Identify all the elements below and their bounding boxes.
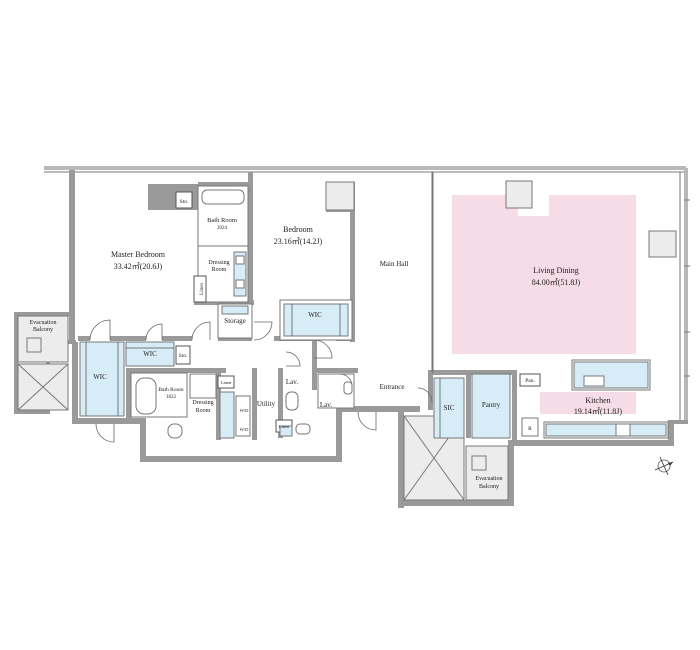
bath-room-lower [130,372,217,439]
bath-room-1-name: Bath Room [207,217,237,224]
living-dining-name: Living Dining [533,266,579,275]
linen-2-label: Linen [221,380,232,385]
bath-room-1-size: 2024 [217,226,228,231]
master-bedroom-name: Master Bedroom [111,250,166,259]
lav-1-label: Lav. [286,378,298,386]
dressing-room-1-line1: Dressing [208,260,229,266]
compass-icon [654,456,674,476]
storage [217,303,253,339]
bedroom-name: Bedroom [283,225,314,234]
evac-balcony-1-line1: Evacuation [30,320,57,326]
pantry-label: Pantry [482,401,501,409]
bath-room-2-name: Bath Room [158,387,184,393]
kitchen-area: 19.14㎡(11.8J) [574,407,622,416]
exterior-walls [14,166,688,508]
storage-label: Storage [224,317,245,325]
linen-1-label: Linen [200,283,205,295]
evac-balcony-2-line1: Evacuation [476,476,503,482]
door-swings [89,319,433,443]
linen-3-label: Linen [279,424,290,429]
master-wic [79,341,191,417]
entrance-label: Entrance [380,383,405,391]
kitchen-name: Kitchen [585,396,610,405]
main-hall-label: Main Hall [380,260,409,268]
wic-bedroom-label: WIC [308,311,322,319]
window-marks [684,199,690,377]
bath-room-2-size: 1822 [166,395,177,400]
dressing-room-2-line1: Dressing [192,400,213,406]
kitchen-area [433,359,669,439]
living-dining-area: 84.00㎡(51.8J) [532,278,581,287]
dressing-room-1-line2: Room [212,267,227,273]
utility-label: Utility [257,400,276,408]
pan-label: Pan. [525,378,535,384]
master-bedroom-area: 33.42㎡(20.6J) [114,262,163,271]
r-label: R [528,426,532,432]
bath-room-top [175,185,249,303]
bedroom-area: 23.16㎡(14.2J) [274,237,323,246]
sic-label: SIC [444,404,455,412]
dressing-room-2-line2: Room [196,408,211,414]
sto-1-label: Sto. [180,199,189,205]
wd-1-label: W/D [240,408,249,413]
living-zone [452,195,636,414]
evac-balcony-1-line2: Balcony [33,327,53,333]
columns [325,180,677,258]
evac-balcony-2-line2: Balcony [479,484,499,490]
utility [217,375,293,439]
lav-2-label: Lav. [320,401,332,409]
bedroom-wic [279,299,353,341]
lavatories [285,373,355,435]
wic-master-1-label: WIC [93,373,107,381]
wic-master-2-label: WIC [143,350,157,358]
wd-2-label: W/D [240,427,249,432]
evacuation-balcony-left [17,315,69,411]
sto-2-label: Sto. [179,353,188,359]
room-labels: Master Bedroom 33.42㎡(20.6J) Bedroom 23.… [30,199,623,490]
